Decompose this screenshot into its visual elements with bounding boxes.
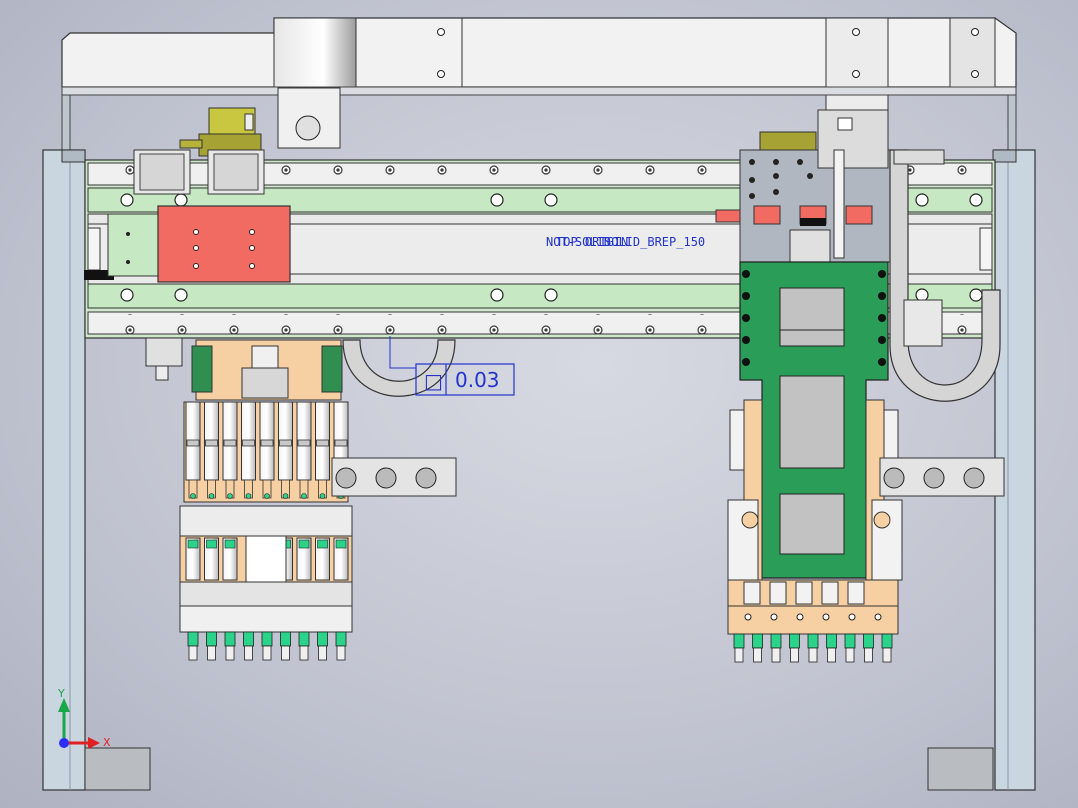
tolerance-callout[interactable]: □ 0.03 [389,336,515,396]
nozzle-cylinder-lower [296,537,312,581]
nozzle-cylinder [259,401,275,499]
top-beam [61,17,1017,119]
nozzle-tip [317,631,328,661]
nozzle-tip [224,631,236,661]
annotation-text-1: NOT-SOLID [546,235,611,249]
frame-left-leg [42,94,151,791]
annotation-text-3: SOLID_BREP_150 [604,235,705,249]
x-axis-label: X [103,736,111,749]
left-motor-assembly [133,87,341,195]
tolerance-value: 0.03 [455,368,500,392]
nozzle-cylinder-lower [185,537,201,581]
nozzle-cylinder [278,401,293,499]
z-axis-origin-icon [59,738,69,748]
left-cable-loop [342,339,456,397]
left-head-assembly [145,337,457,661]
red-carriage [107,205,291,283]
nozzle-tip [881,633,893,663]
right-head-assembly [715,109,1005,663]
nozzle-tip [733,633,745,663]
nozzle-cylinder [222,401,238,499]
y-axis-arrow-icon [58,698,70,712]
nozzle-tip [298,631,310,661]
nozzle-tip [261,631,273,661]
nozzle-cylinder [296,401,312,499]
nozzle-tip [863,633,874,663]
nozzle-tip [280,631,291,661]
annotation-overlap[interactable]: NOT-SOLID TOP ORIGIN SOLID_BREP_150 [546,235,705,249]
nozzle-tip [187,631,199,661]
nozzle-tip [206,631,217,661]
nozzle-cylinder-lower [315,537,330,581]
nozzle-tip [844,633,856,663]
nozzle-tip [335,631,347,661]
nozzle-tip [826,633,837,663]
nozzle-cylinder-lower [204,537,219,581]
right-cable-loop [889,149,1001,402]
axis-triad: Y X [57,687,111,749]
nozzle-tip [789,633,800,663]
nozzle-cylinder [185,401,201,499]
nozzle-cylinder [241,401,256,499]
tolerance-symbol: □ [424,369,443,393]
nozzle-cylinder-lower [333,537,349,581]
nozzle-cylinder [204,401,219,499]
nozzle-tip [807,633,819,663]
annotation-text-2: TOP ORIGIN [556,235,628,249]
nozzle-cylinder [315,401,330,499]
nozzle-tip [770,633,782,663]
nozzle-cylinder-lower [222,537,238,581]
left-nozzle-cylinders [185,401,349,499]
nozzle-tip [243,631,254,661]
nozzle-tip [752,633,763,663]
y-axis-label: Y [57,687,65,700]
x-axis-arrow-icon [88,737,100,749]
